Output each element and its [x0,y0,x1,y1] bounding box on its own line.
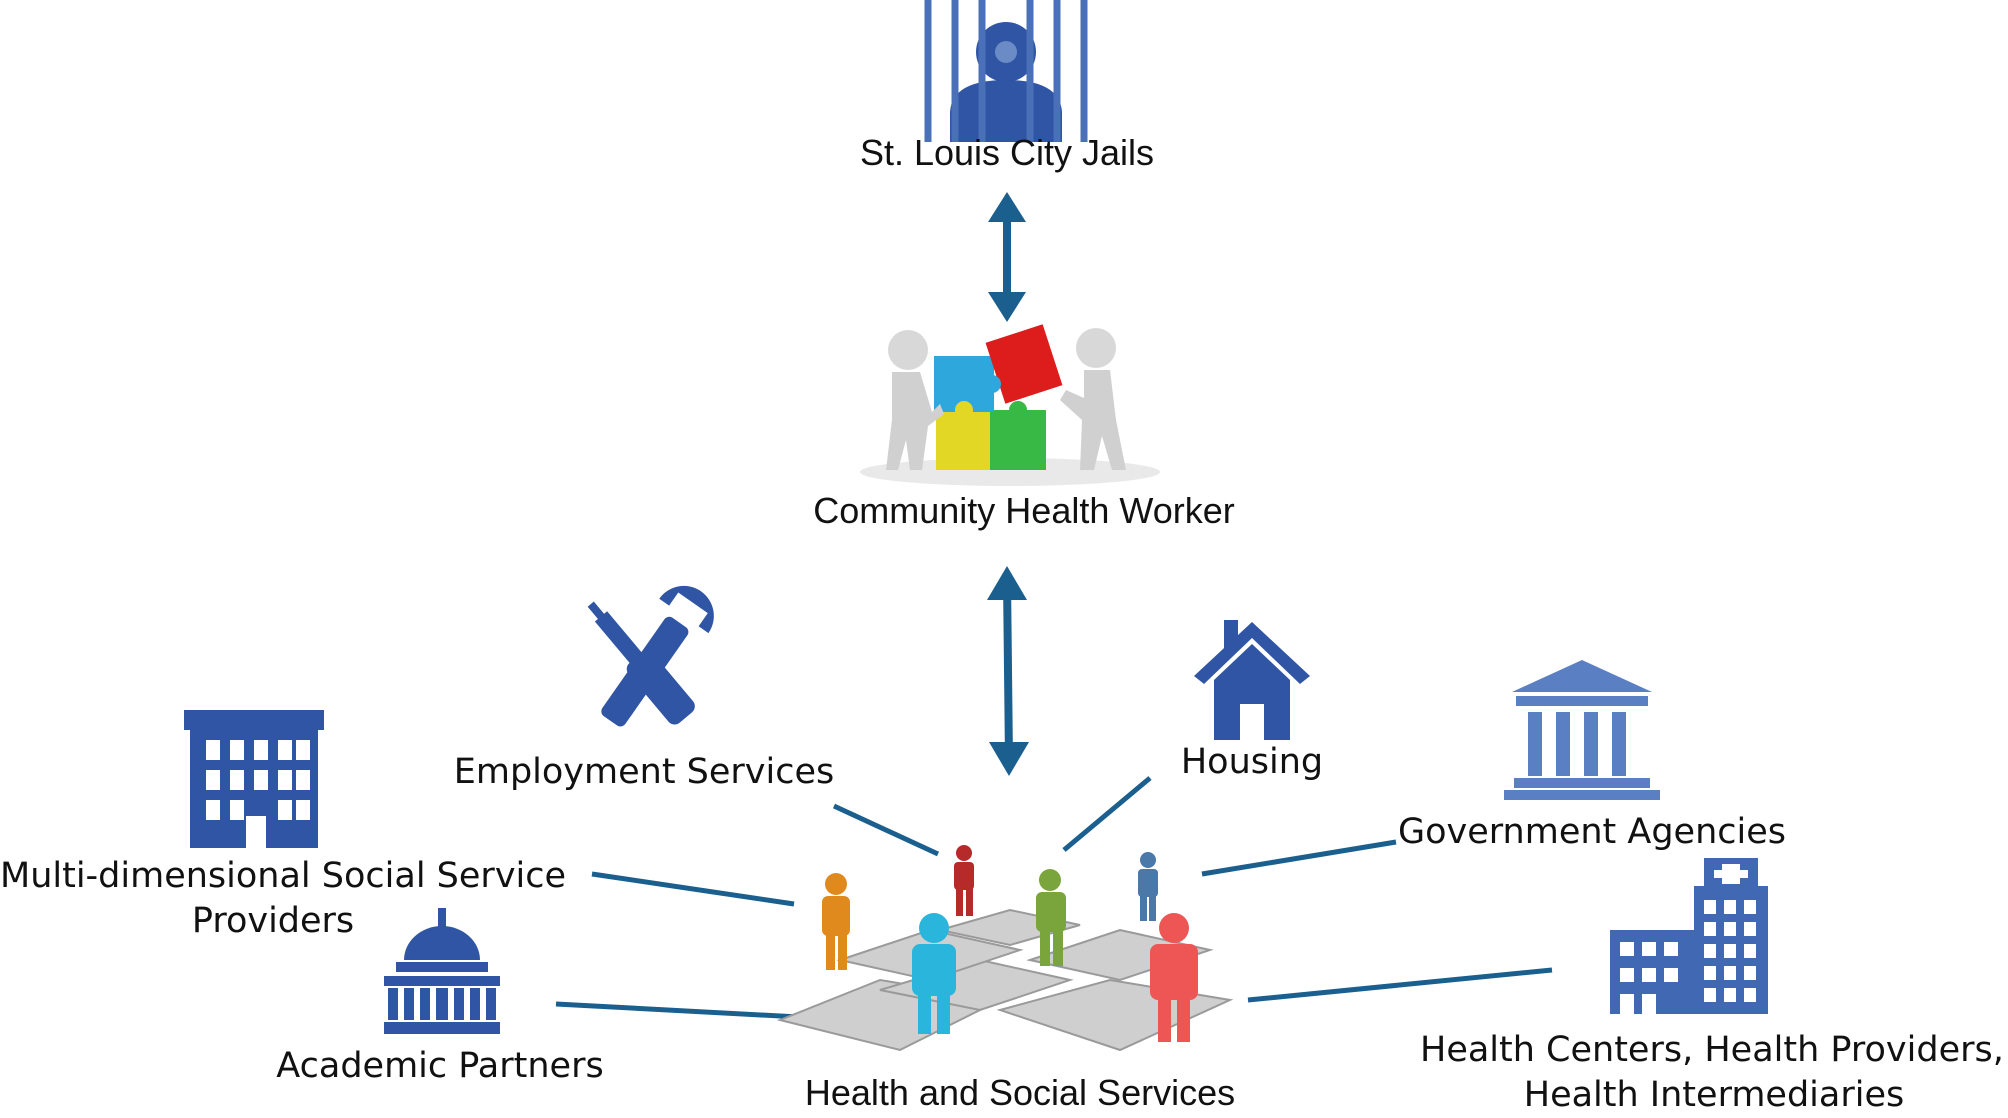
multi-label-line1: Multi-dimensional Social Service [0,856,567,896]
person-figure [1150,913,1198,1042]
multi-label: Multi-dimensional Social Service Provide… [0,854,567,944]
hospital-icon [1610,858,1768,1014]
person-figure [1036,869,1066,966]
multi-label-line2: Providers [191,901,355,941]
spoke-health [1247,967,1553,1003]
academic-label: Academic Partners [276,1046,604,1086]
government-building-icon [1504,660,1660,800]
spoke-employment [832,803,940,857]
person-figure [822,873,850,970]
hub-label: Health and Social Services [804,1072,1236,1113]
spoke-housing [1062,776,1152,852]
health-label-line1: Health Centers, Health Providers, & [1420,1030,2008,1070]
person-figure [954,845,974,916]
employment-label: Employment Services [453,752,835,792]
housing-label: Housing [1180,742,1324,782]
chw-label: Community Health Worker [813,490,1235,531]
office-building-icon [184,710,324,848]
puzzle-teamwork-icon [860,324,1160,486]
connector-chw-hub [987,566,1029,776]
jails-label: St. Louis City Jails [859,132,1155,173]
government-label: Government Agencies [1397,812,1786,852]
connector-jails-chw [988,192,1026,322]
person-figure [912,913,956,1034]
health-label-line2: Health Intermediaries [1523,1075,1905,1115]
house-icon [1194,620,1310,740]
spoke-government [1201,839,1397,877]
jail-cell-person-icon [924,0,1088,142]
health-label: Health Centers, Health Providers, & Heal… [1420,1028,2008,1118]
spoke-multi [591,871,795,907]
capitol-dome-icon [384,908,500,1034]
people-on-puzzle-icon [776,845,1234,1052]
wrench-screwdriver-icon [587,585,714,727]
person-figure [1138,852,1158,921]
